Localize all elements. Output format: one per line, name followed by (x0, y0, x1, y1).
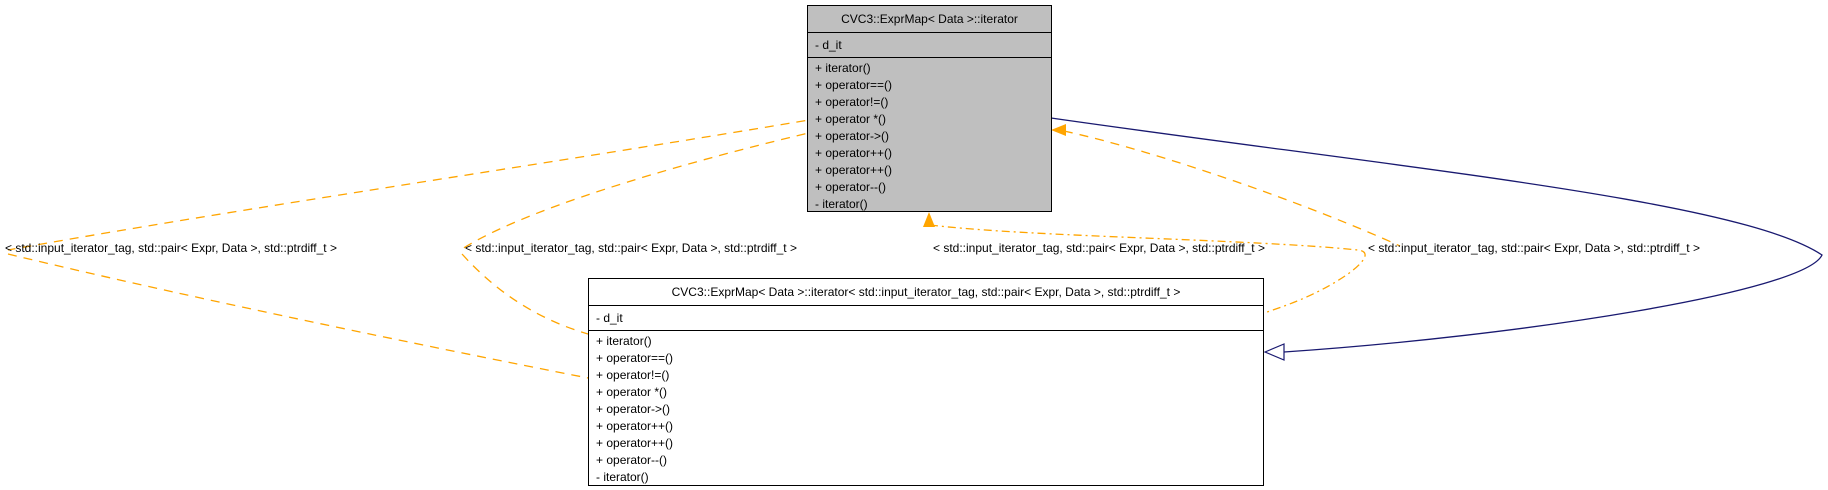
class-method-list: + iterator() + operator==() + operator!=… (808, 58, 1051, 213)
class-title[interactable]: CVC3::ExprMap< Data >::iterator< std::in… (589, 279, 1263, 306)
instantiation-edge-3 (929, 224, 1366, 314)
method-item: + operator++() (815, 146, 893, 160)
inheritance-arrowhead-icon (1263, 343, 1285, 361)
instantiation-edge-2-upper (461, 129, 822, 250)
method-item: + operator++() (596, 419, 674, 433)
instantiation-arrowhead-4-icon (1051, 124, 1066, 136)
edge-label-template-args: < std::input_iterator_tag, std::pair< Ex… (465, 241, 797, 255)
method-item: + operator!=() (815, 95, 889, 109)
instantiation-edge-4 (1063, 130, 1401, 247)
instantiation-edge-1-upper (7, 117, 822, 251)
method-item: - iterator() (596, 470, 649, 484)
class-attribute: - d_it (589, 306, 1263, 331)
method-item: + operator->() (815, 129, 890, 143)
specialization-class-box[interactable]: CVC3::ExprMap< Data >::iterator< std::in… (588, 278, 1264, 486)
class-title[interactable]: CVC3::ExprMap< Data >::iterator (808, 6, 1051, 33)
method-item: + operator!=() (596, 368, 670, 382)
method-item: + operator++() (596, 436, 674, 450)
edge-label-template-args: < std::input_iterator_tag, std::pair< Ex… (1368, 241, 1700, 255)
instantiation-arrowhead-3-icon (923, 212, 935, 227)
method-item: + operator==() (815, 78, 893, 92)
method-item: + operator--() (596, 453, 668, 467)
instantiation-edge-1-lower (7, 253, 589, 379)
class-method-list: + iterator() + operator==() + operator!=… (589, 331, 1263, 486)
method-item: + operator *() (596, 385, 668, 399)
method-item: + iterator() (596, 334, 652, 348)
template-class-box[interactable]: CVC3::ExprMap< Data >::iterator - d_it +… (807, 5, 1052, 212)
instantiation-edge-2-lower (461, 253, 589, 335)
method-item: + operator++() (815, 163, 893, 177)
method-item: + operator->() (596, 402, 671, 416)
edge-label-template-args: < std::input_iterator_tag, std::pair< Ex… (5, 241, 337, 255)
method-item: + operator--() (815, 180, 887, 194)
method-item: + iterator() (815, 61, 871, 75)
method-item: - iterator() (815, 197, 868, 211)
class-attribute: - d_it (808, 33, 1051, 58)
method-item: + operator *() (815, 112, 887, 126)
method-item: + operator==() (596, 351, 674, 365)
inheritance-edge (1050, 117, 1823, 353)
edge-label-template-args: < std::input_iterator_tag, std::pair< Ex… (933, 241, 1265, 255)
